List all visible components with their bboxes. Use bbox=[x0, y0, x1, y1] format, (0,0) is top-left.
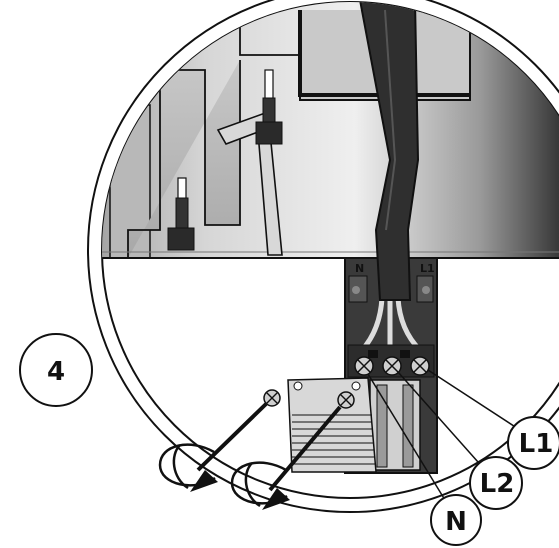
callout-n: N bbox=[430, 494, 482, 546]
callout-l1: L1 bbox=[507, 416, 559, 470]
screwdriver-line bbox=[196, 402, 342, 492]
step-number: 4 bbox=[47, 357, 65, 387]
callout-l2: L2 bbox=[469, 456, 523, 510]
rotation-arrow-icon bbox=[230, 461, 290, 510]
terminal-label-n: N bbox=[355, 262, 364, 275]
housing-screw bbox=[255, 69, 283, 145]
step-number-badge: 4 bbox=[19, 333, 93, 407]
loose-connector bbox=[263, 377, 377, 473]
callout-label-l1: L1 bbox=[519, 429, 554, 459]
connector-screw bbox=[337, 391, 355, 409]
terminal-screw bbox=[382, 356, 402, 376]
callout-label-l2: L2 bbox=[480, 469, 515, 499]
terminal-screw bbox=[354, 356, 374, 376]
leader-line bbox=[367, 369, 521, 501]
housing-screw bbox=[167, 177, 195, 251]
callout-label-n: N bbox=[445, 507, 467, 537]
terminal-label-l1: L1 bbox=[420, 262, 435, 275]
terminal-screw bbox=[410, 356, 430, 376]
housing-fin bbox=[127, 60, 241, 258]
rotation-arrow-icon bbox=[158, 443, 218, 492]
connector-screw bbox=[263, 389, 281, 407]
cable bbox=[358, 2, 420, 301]
